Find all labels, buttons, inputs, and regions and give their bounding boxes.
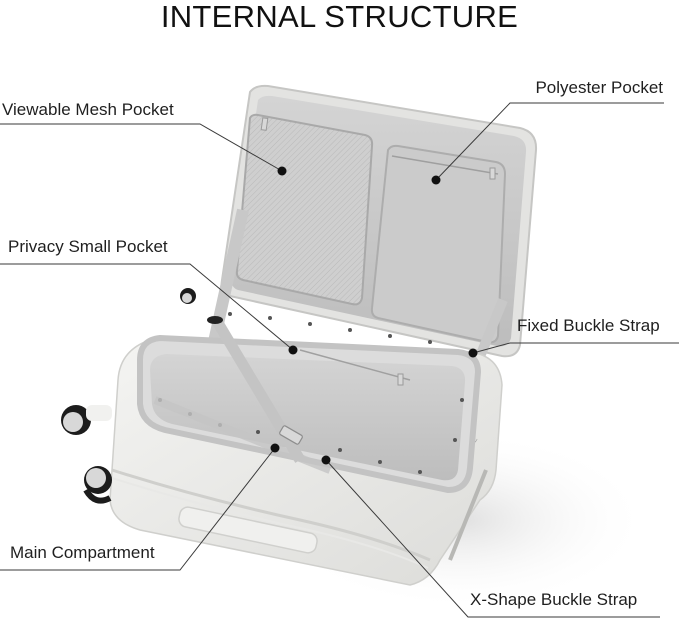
leader-privacy-small-pocket [0, 263, 294, 351]
main-compartment-interior [137, 312, 482, 494]
leader-main-compartment [0, 447, 276, 571]
leader-fixed-buckle-strap [472, 342, 679, 354]
callout-dots [270, 166, 478, 465]
label-polyester-pocket: Polyester Pocket [535, 78, 663, 97]
label-main-compartment: Main Compartment [10, 543, 155, 562]
dot-main-compartment [270, 443, 280, 453]
label-viewable-mesh-pocket: Viewable Mesh Pocket [2, 100, 174, 119]
leader-viewable-mesh-pocket [0, 123, 283, 172]
dot-fixed-buckle-strap [468, 348, 478, 358]
leader-polyester-pocket [435, 102, 664, 181]
lid [220, 84, 538, 358]
wheels [61, 288, 196, 504]
dot-x-shape-buckle-strap [321, 455, 331, 465]
label-privacy-small-pocket: Privacy Small Pocket [8, 237, 168, 256]
label-fixed-buckle-strap: Fixed Buckle Strap [517, 316, 660, 335]
callout-lines [0, 102, 679, 618]
dot-viewable-mesh-pocket [277, 166, 287, 176]
dot-privacy-small-pocket [288, 345, 298, 355]
label-x-shape-buckle-strap: X-Shape Buckle Strap [470, 590, 638, 609]
dot-polyester-pocket [431, 175, 441, 185]
page-title: INTERNAL STRUCTURE [160, 0, 519, 34]
leader-x-shape-buckle-strap [325, 459, 660, 618]
